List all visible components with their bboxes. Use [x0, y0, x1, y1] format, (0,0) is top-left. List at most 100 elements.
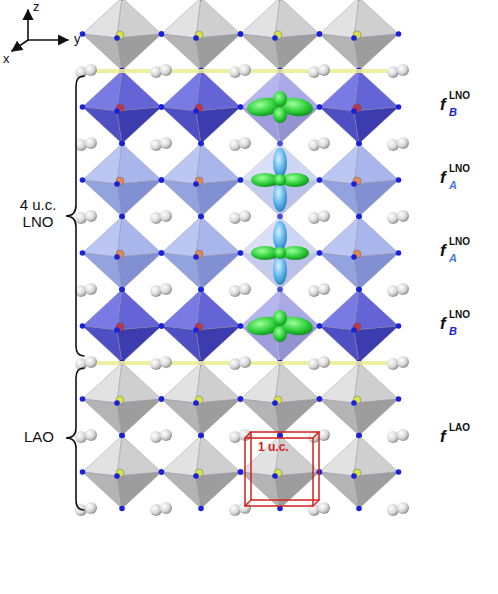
- oxygen-atom: [114, 327, 120, 333]
- la-atom: [318, 210, 330, 222]
- la-atom: [160, 137, 172, 149]
- oxygen-atom: [238, 469, 244, 475]
- la-atom: [160, 502, 172, 514]
- octahedron: [238, 68, 323, 147]
- oxygen-atom: [159, 396, 165, 402]
- oxygen-atom: [119, 214, 125, 220]
- octahedron-face: [196, 0, 241, 38]
- oxygen-atom: [277, 287, 283, 293]
- superscript: LNO: [449, 236, 470, 247]
- oxygen-atom: [193, 473, 199, 479]
- octahedron-face: [117, 326, 162, 363]
- octahedron: [238, 433, 323, 512]
- la-atom: [75, 212, 87, 224]
- oxygen-atom: [119, 433, 125, 439]
- oxygen-atom: [193, 108, 199, 114]
- octahedron: [317, 141, 402, 220]
- superscript: LAO: [449, 422, 470, 433]
- octahedron-face: [320, 71, 360, 112]
- octahedron: [317, 360, 402, 439]
- unit-cell-label: 1 u.c.: [258, 441, 289, 454]
- la-atom: [150, 139, 162, 151]
- la-atom: [387, 431, 399, 443]
- octahedron: [80, 0, 165, 73]
- oxygen-atom: [238, 469, 244, 475]
- la-atom: [229, 139, 241, 151]
- oxygen-atom: [238, 177, 244, 183]
- oxygen-atom: [238, 104, 244, 110]
- oxygen-atom: [317, 31, 323, 37]
- la-atom: [308, 431, 320, 443]
- octahedron-face: [196, 399, 241, 436]
- octahedron-face: [162, 144, 202, 185]
- oxygen-atom: [159, 177, 165, 183]
- oxygen-atom: [119, 433, 125, 439]
- octahedron: [80, 68, 165, 147]
- la-atom: [229, 66, 241, 78]
- superscript: LNO: [449, 309, 470, 320]
- oxygen-atom: [159, 177, 165, 183]
- octahedron-face: [83, 217, 123, 258]
- oxygen-atom: [238, 323, 244, 329]
- oxygen-atom: [80, 177, 86, 183]
- oxygen-atom: [114, 108, 120, 114]
- octahedron-face: [83, 436, 123, 477]
- octahedron-face: [196, 180, 241, 217]
- oxygen-atom: [396, 104, 402, 110]
- oxygen-atom: [114, 35, 120, 41]
- octahedron: [159, 68, 244, 147]
- octahedron: [80, 433, 165, 512]
- octahedron: [317, 0, 402, 73]
- oxygen-atom: [317, 323, 323, 329]
- la-atom: [229, 431, 241, 443]
- octahedron: [159, 214, 244, 293]
- octahedron: [238, 141, 323, 220]
- oxygen-atom: [80, 31, 86, 37]
- octahedron-face: [320, 144, 360, 185]
- oxygen-atom: [238, 396, 244, 402]
- la-atom: [387, 358, 399, 370]
- octahedron: [238, 360, 323, 439]
- oxygen-atom: [351, 473, 357, 479]
- subscript: B: [449, 106, 457, 118]
- octahedron-face: [117, 34, 162, 71]
- octahedron: [159, 0, 244, 73]
- oxygen-atom: [238, 250, 244, 256]
- oxygen-atom: [396, 250, 402, 256]
- octahedron-face: [241, 0, 281, 38]
- oxygen-atom: [80, 250, 86, 256]
- octahedron-face: [320, 0, 360, 38]
- octahedron-face: [196, 472, 241, 509]
- oxygen-atom: [193, 254, 199, 260]
- octahedron-face: [117, 399, 162, 436]
- la-atom: [308, 212, 320, 224]
- octahedron-face: [162, 290, 202, 331]
- symbol-f: f: [440, 96, 446, 115]
- la-atom: [85, 356, 97, 368]
- oxygen-atom: [193, 327, 199, 333]
- oxygen-atom: [114, 473, 120, 479]
- orbital: [246, 310, 314, 342]
- octahedron-face: [162, 363, 202, 404]
- oxygen-atom: [198, 141, 204, 147]
- la-atom: [318, 429, 330, 441]
- octahedron-face: [83, 290, 123, 331]
- octahedron-face: [83, 71, 123, 112]
- la-atom: [229, 212, 241, 224]
- la-atom: [318, 356, 330, 368]
- la-atom: [397, 64, 409, 76]
- la-atom: [85, 210, 97, 222]
- la-atom: [160, 429, 172, 441]
- oxygen-atom: [159, 250, 165, 256]
- oxygen-atom: [198, 0, 204, 1]
- la-atom: [308, 285, 320, 297]
- oxygen-atom: [396, 469, 402, 475]
- oxygen-atom: [80, 469, 86, 475]
- la-atom: [318, 283, 330, 295]
- la-atom: [160, 64, 172, 76]
- octahedron: [238, 287, 323, 366]
- oxygen-atom: [198, 506, 204, 512]
- octahedron-face: [354, 180, 399, 217]
